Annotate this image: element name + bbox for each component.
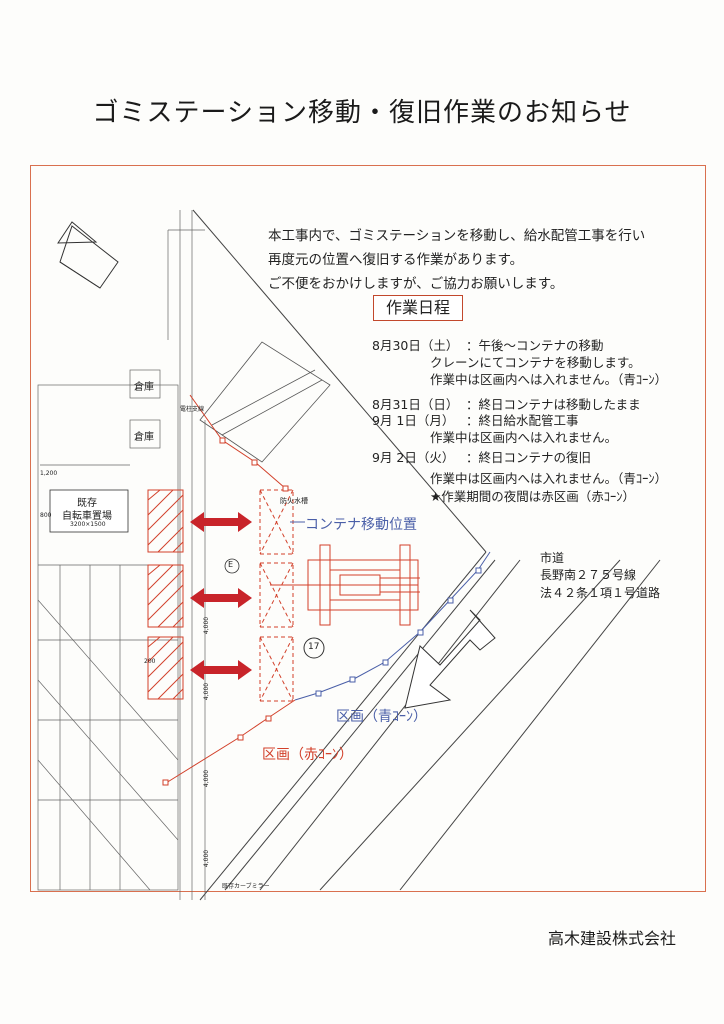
schedule-row-1-date: 8月30日（土） [372, 338, 459, 353]
dimension-label-2: 4,000 [203, 682, 211, 701]
schedule-row-1-text: ：午後～コンテナの移動 [466, 338, 604, 353]
dimension-label-1200: 1,200 [40, 470, 58, 477]
schedule-row-3-text: 作業中は区画内へは入れません。（青ｺｰﾝ） [430, 372, 668, 387]
container-move-label: コンテナ移動位置 [305, 517, 417, 533]
schedule-title: 作業日程 [373, 295, 463, 321]
conveyor-structure [199, 341, 331, 463]
circle-number-label: 17 [308, 642, 320, 652]
notice-line-1: 本工事内で、ゴミステーションを移動し、給水配管工事を行い [268, 228, 646, 244]
dimension-label-4: 4,000 [203, 849, 211, 868]
storage-label-2: 倉庫 [134, 432, 154, 443]
circle-letter-label: E [228, 560, 234, 569]
schedule-row-4-text: ：終日コンテナは移動したまま [466, 397, 641, 412]
road-lines [192, 209, 661, 901]
hydrant-label: 防火水槽 [280, 497, 308, 505]
schedule-row-4-date: 8月31日（日） [372, 397, 459, 412]
schedule-row-5-text: ：終日給水配管工事 [466, 413, 579, 428]
road-label-3: 法４２条１項１号道路 [540, 586, 661, 600]
schedule-row-9-text: ★作業期間の夜間は赤区画（赤ｺｰﾝ） [430, 489, 635, 504]
schedule-row-8-text: 作業中は区画内へは入れません。（青ｺｰﾝ） [430, 471, 668, 486]
dimension-label-1: 4,000 [203, 616, 211, 635]
building-lines [37, 210, 206, 900]
curve-mirror-label: 既存カーブミラー [222, 883, 270, 890]
storage-label-1: 倉庫 [134, 382, 154, 393]
dimension-label-3: 4,000 [203, 769, 211, 788]
road-label-2: 長野南２７５号線 [540, 568, 637, 582]
notice-line-3: ご不便をおかけしますが、ご協力お願いします。 [268, 276, 564, 292]
schedule-row-6-text: 作業中は区画内へは入れません。 [430, 430, 618, 445]
page-title: ゴミステーション移動・復旧作業のお知らせ [92, 98, 632, 128]
schedule-row-7-date: 9月 2日（火） [372, 450, 455, 465]
notice-line-2: 再度元の位置へ復旧する作業があります。 [268, 252, 524, 268]
container-positions [259, 489, 294, 702]
north-arrow-icon [57, 221, 119, 289]
road-arrow-icon [404, 609, 496, 709]
zone-red-label: 区画（赤ｺｰﾝ） [262, 747, 353, 763]
bike-parking-line-2: 自転車置場 [62, 511, 112, 522]
zone-blue-label: 区画（青ｺｰﾝ） [336, 709, 427, 725]
dimension-label-800: 800 [40, 512, 52, 519]
move-arrows [190, 512, 252, 680]
pole-label: 電柱支線 [180, 406, 205, 413]
red-cone-line [162, 394, 296, 786]
circle-marker-17 [303, 637, 325, 659]
bike-parking-box [49, 489, 129, 533]
company-name: 高木建設株式会社 [548, 929, 677, 948]
road-label-1: 市道 [540, 551, 565, 565]
bike-parking-size: 3200×1500 [70, 521, 106, 528]
schedule-row-7-text: ：終日コンテナの復旧 [466, 450, 592, 465]
bike-parking-line-1: 既存 [77, 498, 97, 509]
blue-cone-line [290, 521, 491, 701]
hatched-zones [147, 489, 184, 700]
map-frame [30, 165, 706, 892]
schedule-row-2-text: クレーンにてコンテナを移動します。 [430, 355, 641, 370]
dimension-label-200: 200 [144, 658, 156, 665]
crane-icon [270, 544, 420, 626]
schedule-row-5-date: 9月 1日（月） [372, 413, 455, 428]
circle-marker-e [224, 558, 240, 574]
